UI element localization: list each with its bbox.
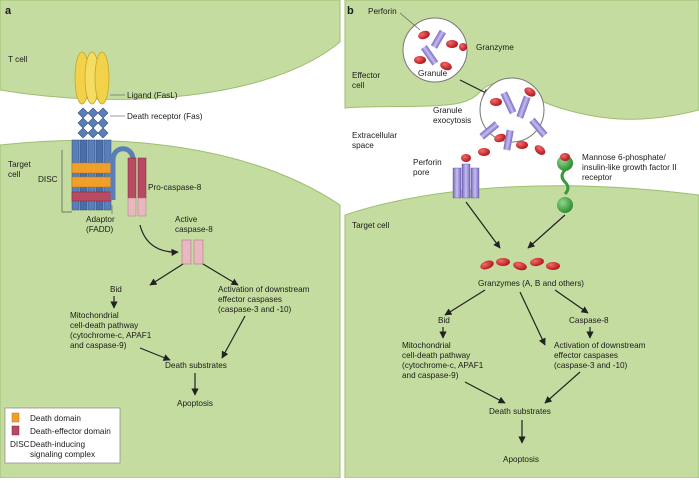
death-substrates-b: Death substrates: [489, 407, 551, 416]
panel-b-letter: b: [347, 5, 354, 17]
active-caspase-label-1: Active: [175, 215, 198, 224]
granule-exocytosis-2: exocytosis: [433, 116, 471, 125]
activation-b-2: effector caspases: [554, 351, 618, 360]
bid-label-a: Bid: [110, 285, 122, 294]
target-cell-label-2: cell: [8, 170, 20, 179]
target-cell-label-1: Target: [8, 160, 31, 169]
granzymes-label: Granzymes (A, B and others): [478, 279, 584, 288]
mito-b-1: Mitochondrial: [402, 341, 451, 350]
extracellular-2: space: [352, 141, 374, 150]
legend-disc-abbr: DISC: [10, 440, 30, 449]
legend-death-domain: Death domain: [30, 414, 81, 423]
mito-a-1: Mitochondrial: [70, 311, 119, 320]
mito-b-4: and caspase-9): [402, 371, 459, 380]
legend-death-effector: Death-effector domain: [30, 427, 111, 436]
active-caspase-8: [181, 239, 204, 265]
bid-label-b: Bid: [438, 316, 450, 325]
granzyme-label: Granzyme: [476, 43, 514, 52]
panel-a: a T cell Target cell Ligand (FasL) Death…: [0, 0, 341, 479]
disc-label: DISC: [38, 175, 58, 184]
mito-b-2: cell-death pathway: [402, 351, 471, 360]
activation-b-3: (caspase-3 and -10): [554, 361, 628, 370]
legend-disc-full-2: signaling complex: [30, 450, 95, 459]
caspase8-label-b: Caspase-8: [569, 316, 609, 325]
legend-swatch-death-effector: [11, 425, 20, 436]
activation-a-1: Activation of downstream: [218, 285, 310, 294]
granule-label: Granule: [418, 69, 448, 78]
effector-cell-2: cell: [352, 81, 364, 90]
m6p-3: receptor: [582, 173, 612, 182]
legend-swatch-death-domain: [11, 412, 20, 423]
apoptosis-a: Apoptosis: [177, 399, 213, 408]
fas-receptor: [77, 107, 109, 139]
perforin-pore-1: Perforin: [413, 158, 442, 167]
mito-a-2: cell-death pathway: [70, 321, 139, 330]
perforin-pore-2: pore: [413, 168, 430, 177]
panel-a-letter: a: [5, 5, 12, 17]
mito-a-3: (cytochrome-c, APAF1: [70, 331, 152, 340]
granzymes-row: [480, 257, 560, 271]
granule-exocytosis-1: Granule: [433, 106, 463, 115]
target-cell-shape-a: [0, 139, 341, 479]
pro-caspase-label: Pro-caspase-8: [148, 183, 202, 192]
target-cell-label-b: Target cell: [352, 221, 389, 230]
m6p-receptor: [557, 153, 573, 213]
t-cell-shape: [0, 0, 341, 100]
m6p-2: insulin-like growth factor II: [582, 163, 677, 172]
activation-b-1: Activation of downstream: [554, 341, 646, 350]
fasl-ligand: [74, 51, 110, 105]
granule-contents: [414, 29, 458, 71]
pro-caspase-8: [127, 157, 147, 217]
t-cell-label: T cell: [8, 55, 28, 64]
ligand-label: Ligand (FasL): [127, 91, 178, 100]
perforin-pore: [452, 154, 480, 199]
activation-a-2: effector caspases: [218, 295, 282, 304]
extracellular-1: Extracellular: [352, 131, 397, 140]
mito-a-4: and caspase-9): [70, 341, 127, 350]
legend: Death domain Death-effector domain DISC …: [4, 407, 121, 464]
legend-disc-full-1: Death-inducing: [30, 440, 86, 449]
death-receptor-label: Death receptor (Fas): [127, 112, 203, 121]
mito-b-3: (cytochrome-c, APAF1: [402, 361, 484, 370]
perforin-label-top: Perforin: [368, 7, 397, 16]
active-caspase-label-2: caspase-8: [175, 225, 213, 234]
adaptor-label-2: (FADD): [86, 225, 114, 234]
apoptosis-b: Apoptosis: [503, 455, 539, 464]
activation-a-3: (caspase-3 and -10): [218, 305, 292, 314]
effector-cell-1: Effector: [352, 71, 380, 80]
m6p-1: Mannose 6-phosphate/: [582, 153, 666, 162]
adaptor-label-1: Adaptor: [86, 215, 115, 224]
exocytosis-contents: [478, 87, 548, 156]
death-substrates-a: Death substrates: [165, 361, 227, 370]
disc-complex: [71, 139, 112, 211]
